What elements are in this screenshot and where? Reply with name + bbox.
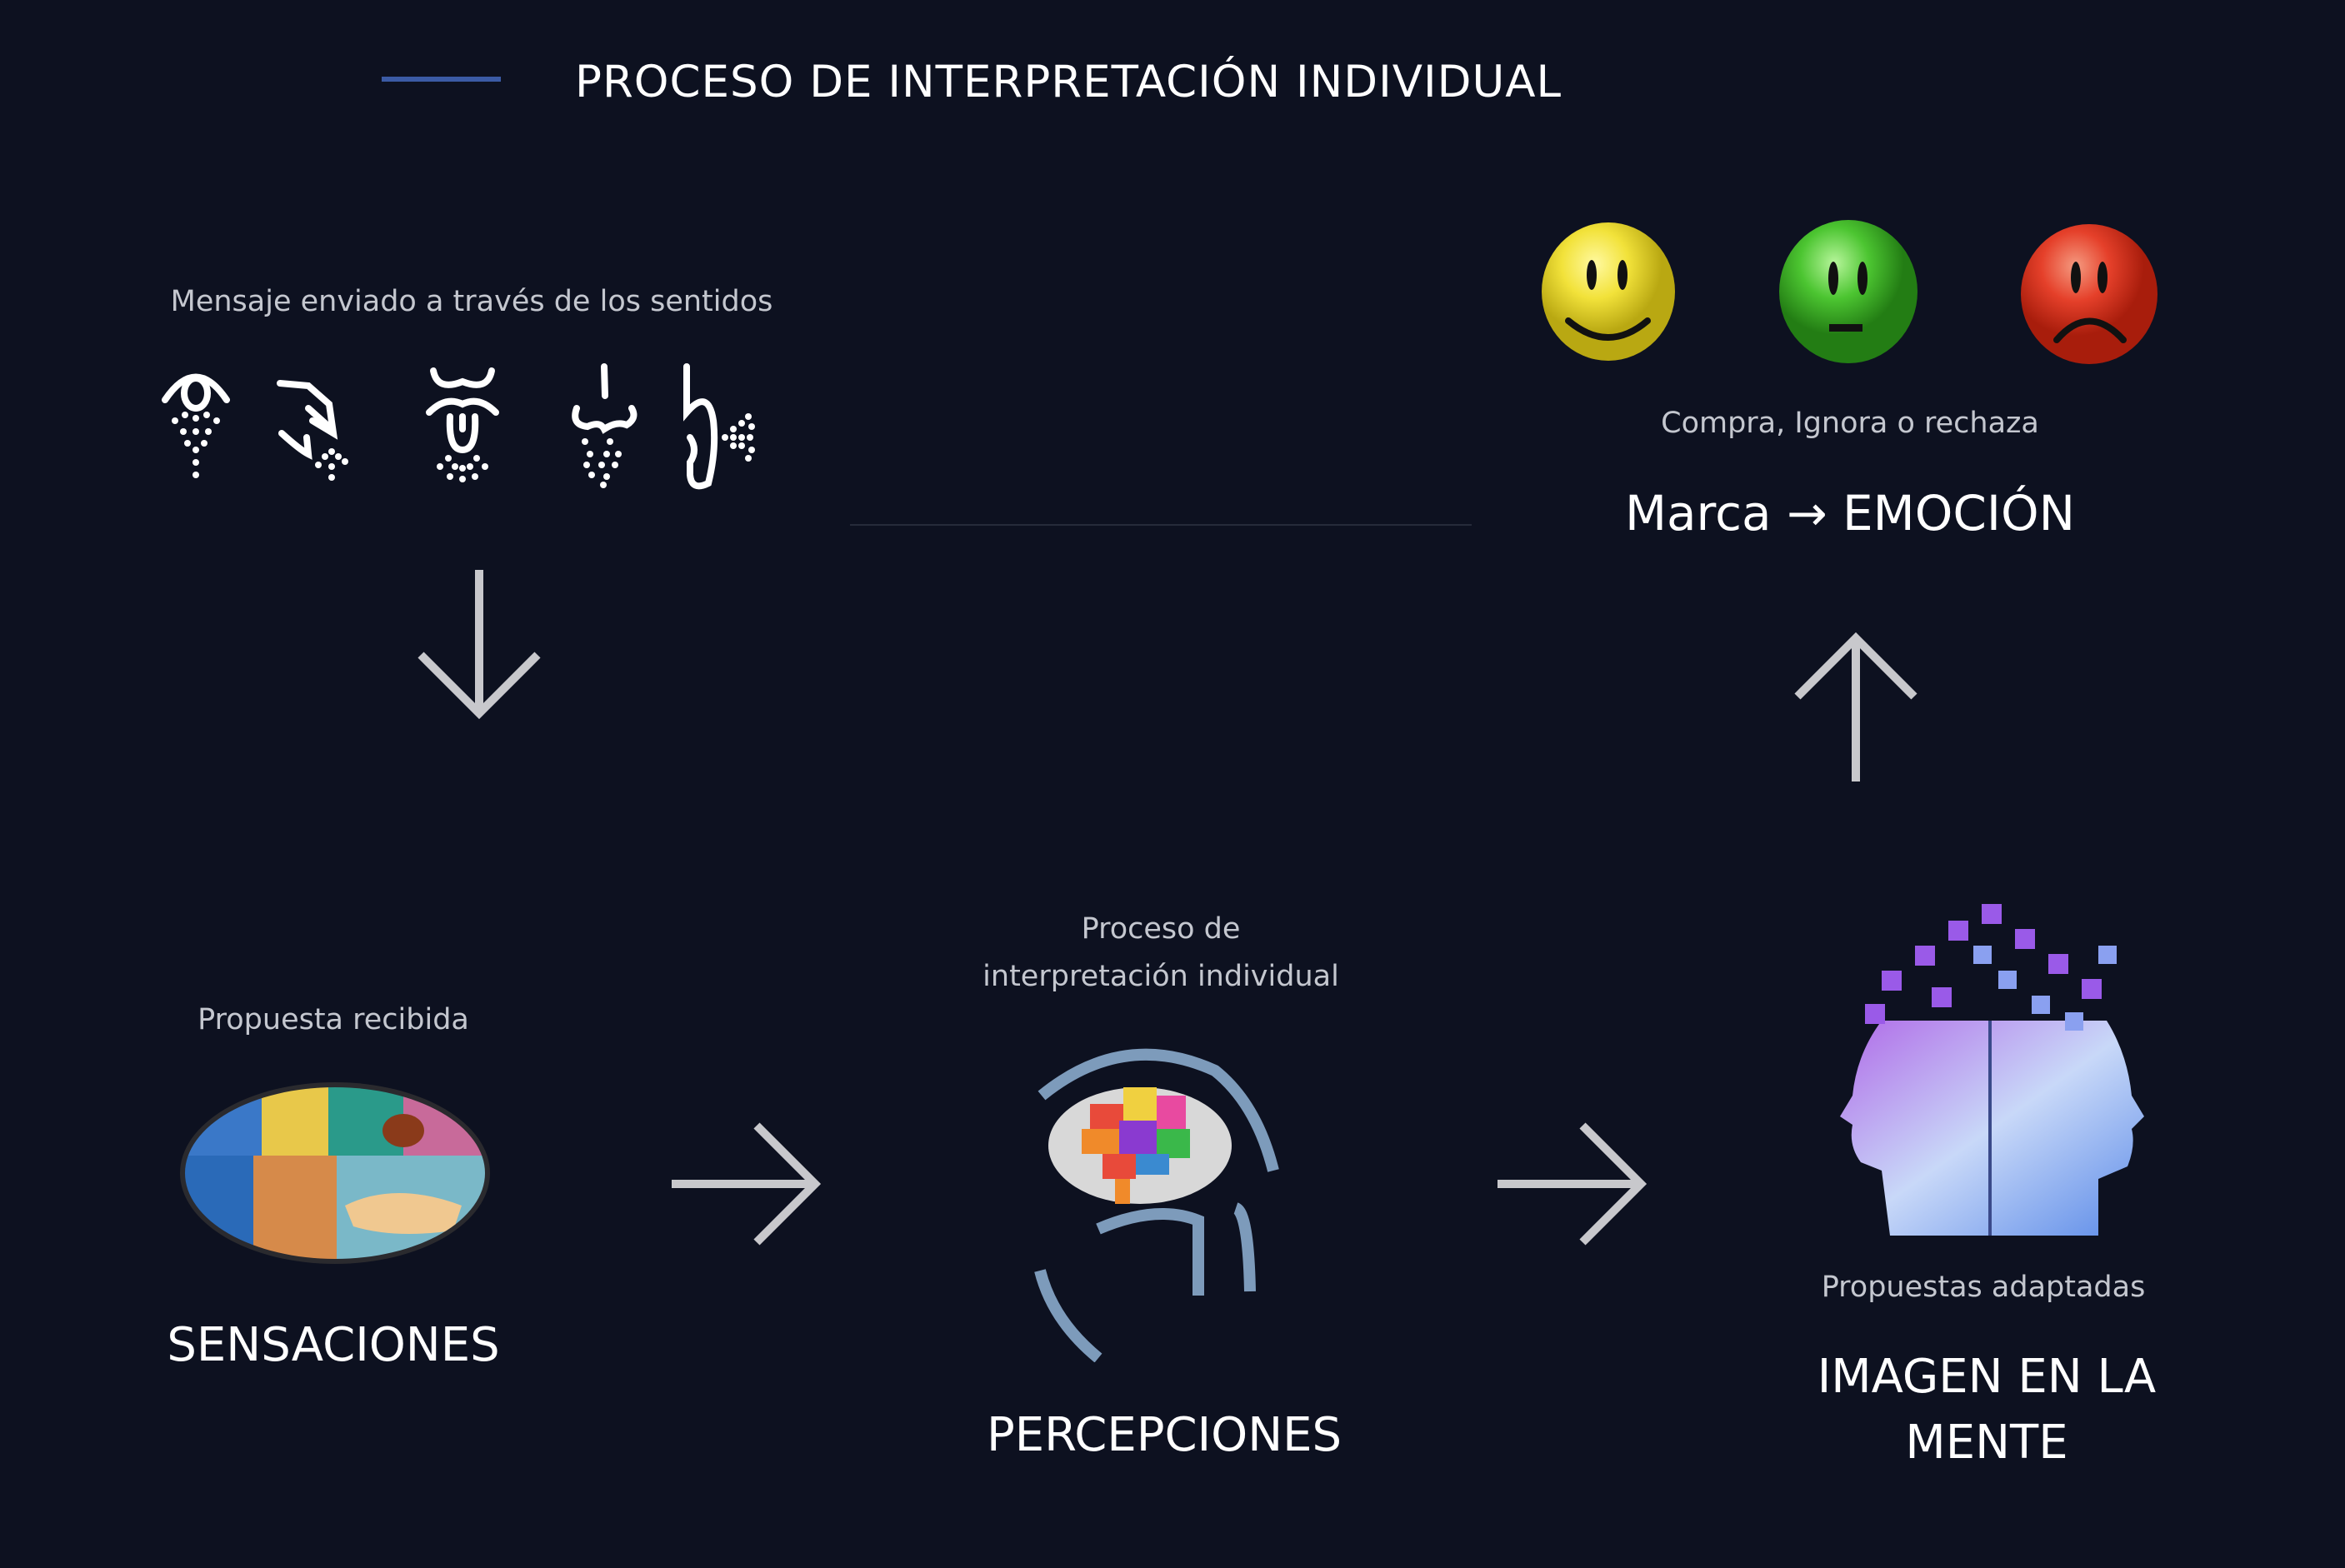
sensations-caption: Propuesta recibida <box>198 1003 469 1036</box>
hand-touch-icon <box>277 380 348 481</box>
mind-image-title-line1: IMAGEN EN LA <box>1817 1350 2157 1404</box>
sensations-image <box>178 1081 492 1266</box>
perceptions-caption-line1: Proceso de <box>1081 912 1241 946</box>
perceptions-title: PERCEPCIONES <box>986 1408 1342 1462</box>
arrow-down-icon <box>417 570 542 720</box>
arrow-right-icon <box>1498 1121 1648 1246</box>
eye-icon <box>162 373 230 478</box>
mind-image-caption: Propuestas adaptadas <box>1821 1271 2146 1304</box>
perceptions-caption-line2: interpretación individual <box>982 960 1339 993</box>
arrow-up-icon <box>1793 632 1918 782</box>
happy-face-icon <box>1539 221 1678 362</box>
brain-puzzle-image <box>1032 1046 1290 1362</box>
nose-smell-icon <box>572 363 638 488</box>
mind-image-title-line2: MENTE <box>1905 1416 2068 1470</box>
senses-icons <box>158 358 792 492</box>
ear-hearing-icon <box>683 363 755 490</box>
heads-puzzle-image <box>1832 896 2148 1236</box>
page-title: PROCESO DE INTERPRETACIÓN INDIVIDUAL <box>575 57 1562 107</box>
emotion-title: Marca → EMOCIÓN <box>1624 485 2076 542</box>
emotion-caption: Compra, Ignora o rechaza <box>1661 407 2039 440</box>
neutral-face-icon <box>1778 218 1919 365</box>
divider <box>850 524 1472 526</box>
title-accent-line <box>382 77 501 82</box>
tongue-taste-icon <box>426 367 499 482</box>
arrow-right-icon <box>672 1121 822 1246</box>
sensations-title: SENSACIONES <box>167 1318 500 1372</box>
senses-caption: Mensaje enviado a través de los sentidos <box>170 285 773 318</box>
sad-face-icon <box>2019 223 2159 365</box>
